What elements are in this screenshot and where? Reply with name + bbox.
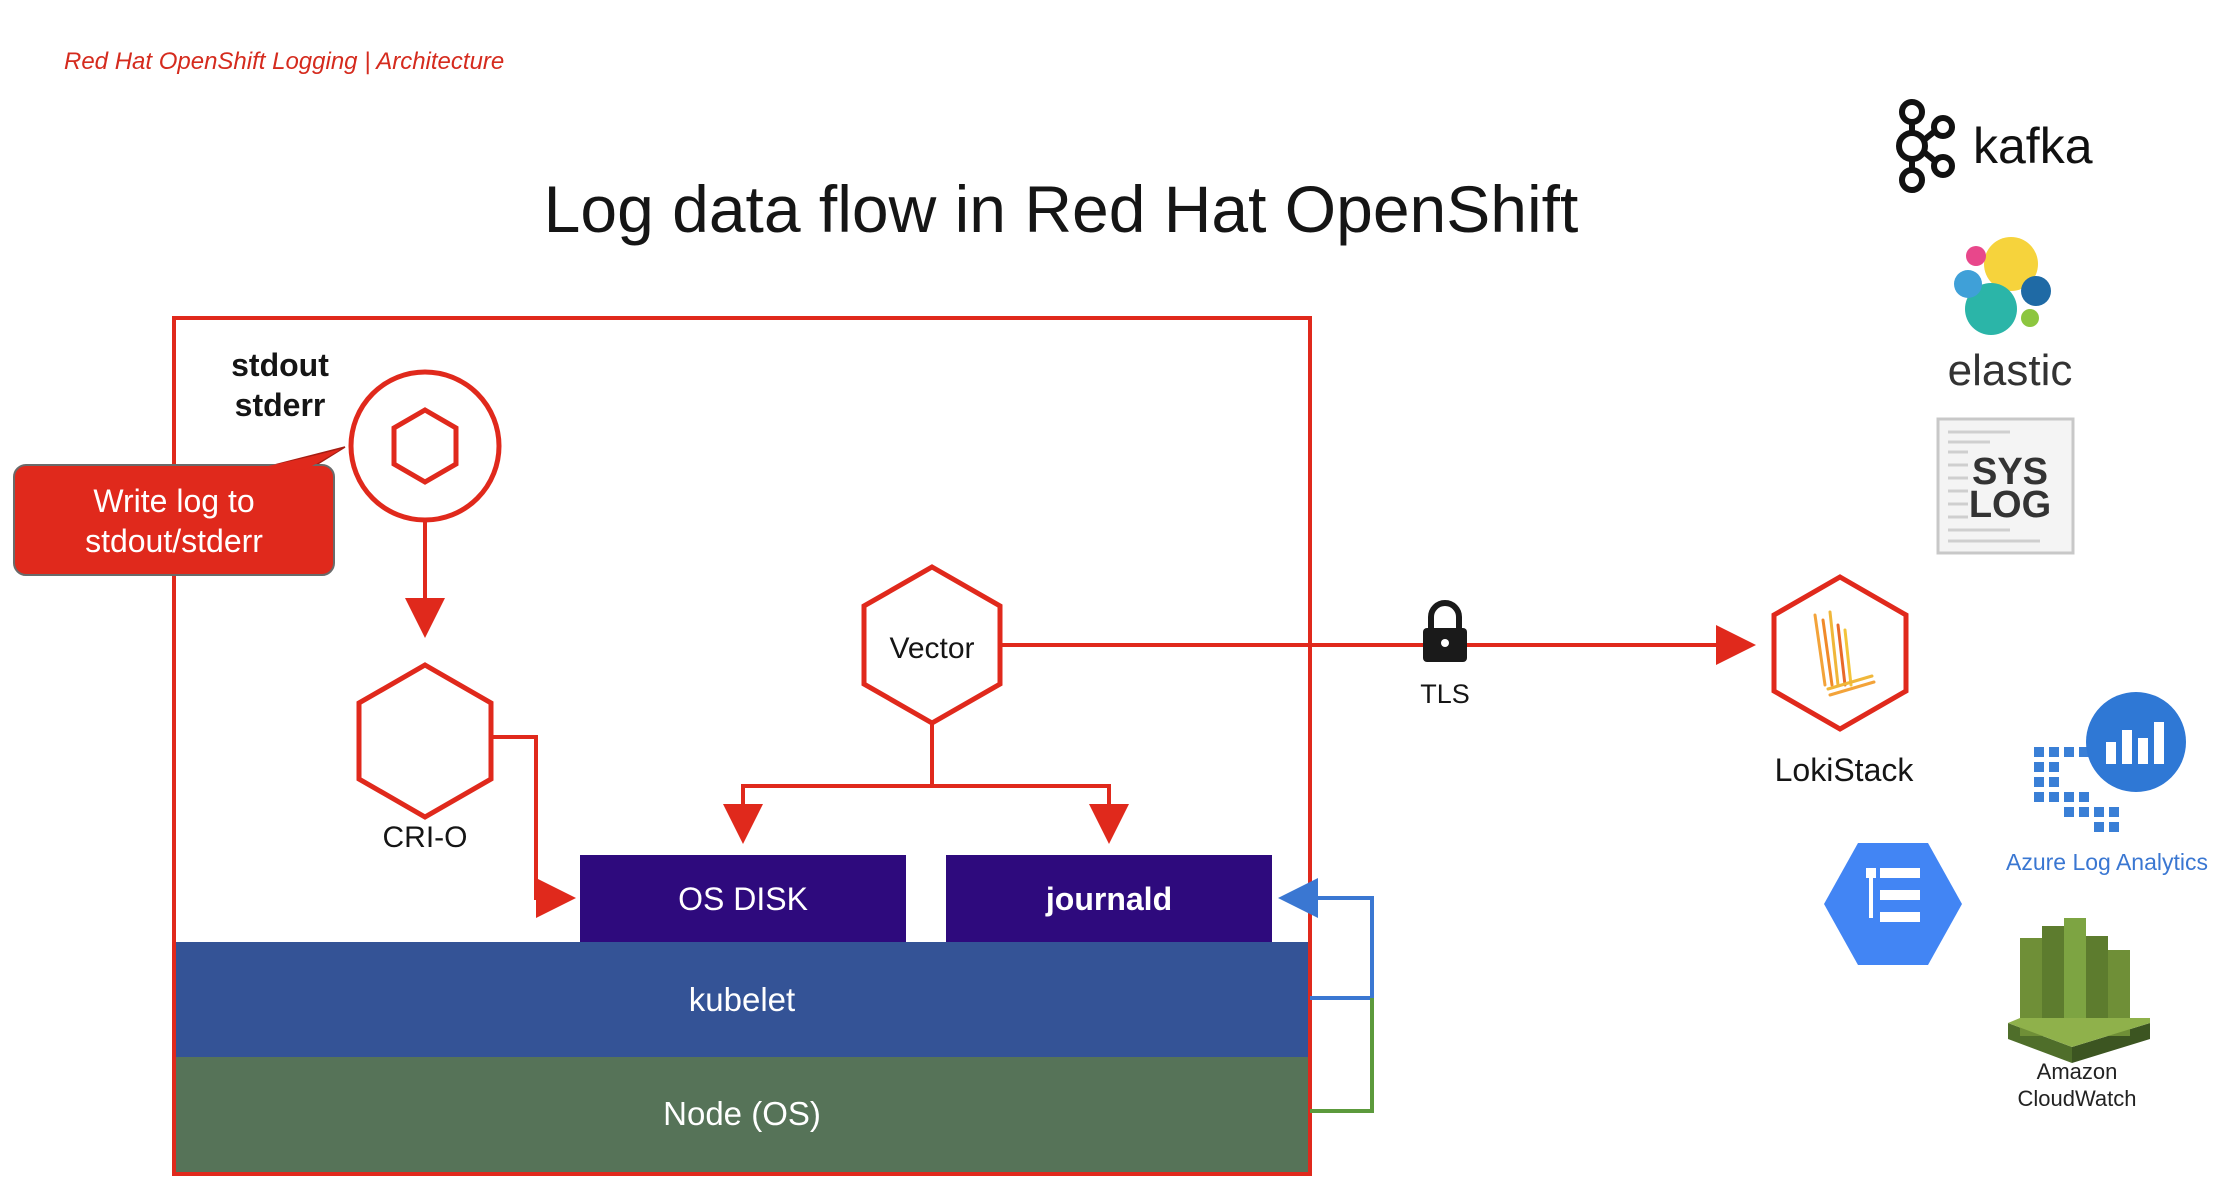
tls-label: TLS [1420, 679, 1470, 709]
azure-log-analytics-logo: Azure Log Analytics [2006, 692, 2208, 875]
crio-to-osdisk-arrow [491, 735, 576, 918]
callout-line2: stdout/stderr [85, 523, 263, 559]
lokistack-icon [1771, 574, 1909, 732]
kafka-logo: kafka [1896, 99, 2093, 193]
app-container-icon [348, 369, 502, 523]
lock-icon [1423, 600, 1467, 662]
breadcrumb: Red Hat OpenShift Logging | Architecture [64, 48, 504, 75]
journald-label: journald [1045, 881, 1172, 917]
node-os-band [174, 1057, 1310, 1172]
svg-text:kafka: kafka [1973, 118, 2093, 174]
kubelet-band [174, 942, 1310, 1057]
node-os-label: Node (OS) [663, 1095, 821, 1132]
vector-label: Vector [889, 632, 974, 665]
svg-text:Azure Log Analytics: Azure Log Analytics [2006, 849, 2208, 875]
svg-text:LOG: LOG [1969, 484, 2051, 526]
callout-line1: Write log to [93, 483, 254, 519]
lokistack-label: LokiStack [1775, 752, 1915, 788]
svg-text:Amazon: Amazon [2037, 1059, 2118, 1084]
os-disk-label: OS DISK [678, 881, 808, 917]
google-cloud-logging-icon [1824, 843, 1962, 965]
svg-text:elastic: elastic [1948, 346, 2073, 395]
node-os-link-line [1310, 998, 1374, 1113]
syslog-logo: SYS LOG [1936, 417, 2075, 555]
vector-to-journald-arrow [932, 784, 1129, 844]
os-disk-box [580, 855, 906, 942]
journald-box [946, 855, 1272, 942]
vector-to-osdisk-arrow [723, 784, 932, 844]
write-log-callout: Write log to stdout/stderr [13, 446, 346, 576]
kubelet-label: kubelet [689, 981, 795, 1018]
crio-hexagon [356, 662, 494, 820]
amazon-cloudwatch-logo: Amazon CloudWatch [2008, 918, 2150, 1111]
svg-text:SYS: SYS [1972, 451, 2048, 493]
crio-label: CRI-O [383, 821, 468, 854]
elastic-logo: elastic [1948, 237, 2073, 395]
stdout-label: stdout [231, 347, 329, 383]
page-title: Log data flow in Red Hat OpenShift [544, 172, 1579, 246]
kubelet-to-journald-arrow [1278, 878, 1374, 1000]
svg-text:CloudWatch: CloudWatch [2017, 1086, 2136, 1111]
stderr-label: stderr [235, 387, 326, 423]
